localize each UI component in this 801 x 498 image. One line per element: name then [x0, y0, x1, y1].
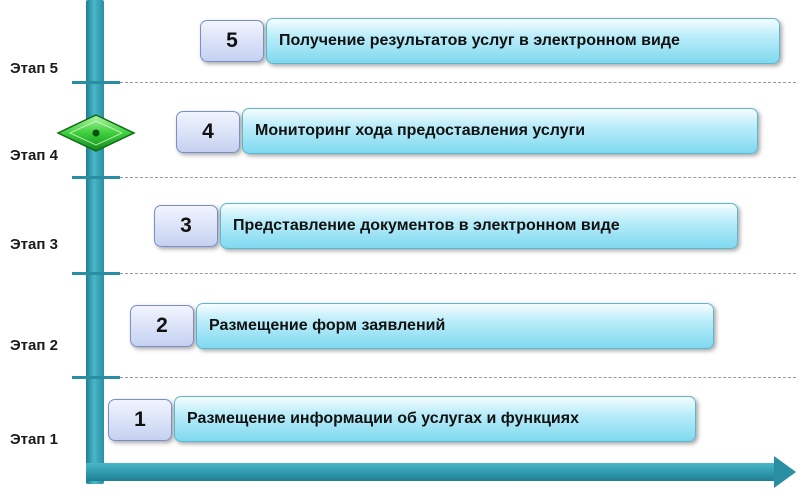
axis-tick	[72, 376, 120, 379]
vertical-axis	[86, 0, 104, 484]
stage-label-2: Этап 2	[10, 337, 58, 354]
stage-number-5: 5	[200, 20, 264, 62]
stage-label-3: Этап 3	[10, 236, 58, 253]
stage-bar-1: Размещение информации об услугах и функц…	[174, 396, 696, 442]
axis-tick	[72, 272, 120, 275]
stage-number-3: 3	[154, 205, 218, 247]
stage-divider	[120, 177, 796, 178]
axis-tick	[72, 81, 120, 84]
stage-label-1: Этап 1	[10, 431, 58, 448]
horizontal-axis	[86, 463, 776, 481]
current-stage-marker-icon	[56, 114, 136, 152]
stage-divider	[120, 377, 796, 378]
stage-label-5: Этап 5	[10, 60, 58, 77]
stage-bar-2: Размещение форм заявлений	[196, 303, 714, 349]
stage-divider	[120, 273, 796, 274]
stage-divider	[120, 82, 796, 83]
stage-number-2: 2	[130, 305, 194, 347]
stage-bar-3: Представление документов в электронном в…	[220, 203, 738, 249]
stage-bar-5: Получение результатов услуг в электронно…	[266, 18, 780, 64]
stage-number-1: 1	[108, 399, 172, 441]
axis-tick	[72, 176, 120, 179]
stage-number-4: 4	[176, 111, 240, 153]
axis-arrow-icon	[774, 456, 796, 488]
stage-bar-4: Мониторинг хода предоставления услуги	[242, 108, 758, 154]
stage-label-4: Этап 4	[10, 147, 58, 164]
